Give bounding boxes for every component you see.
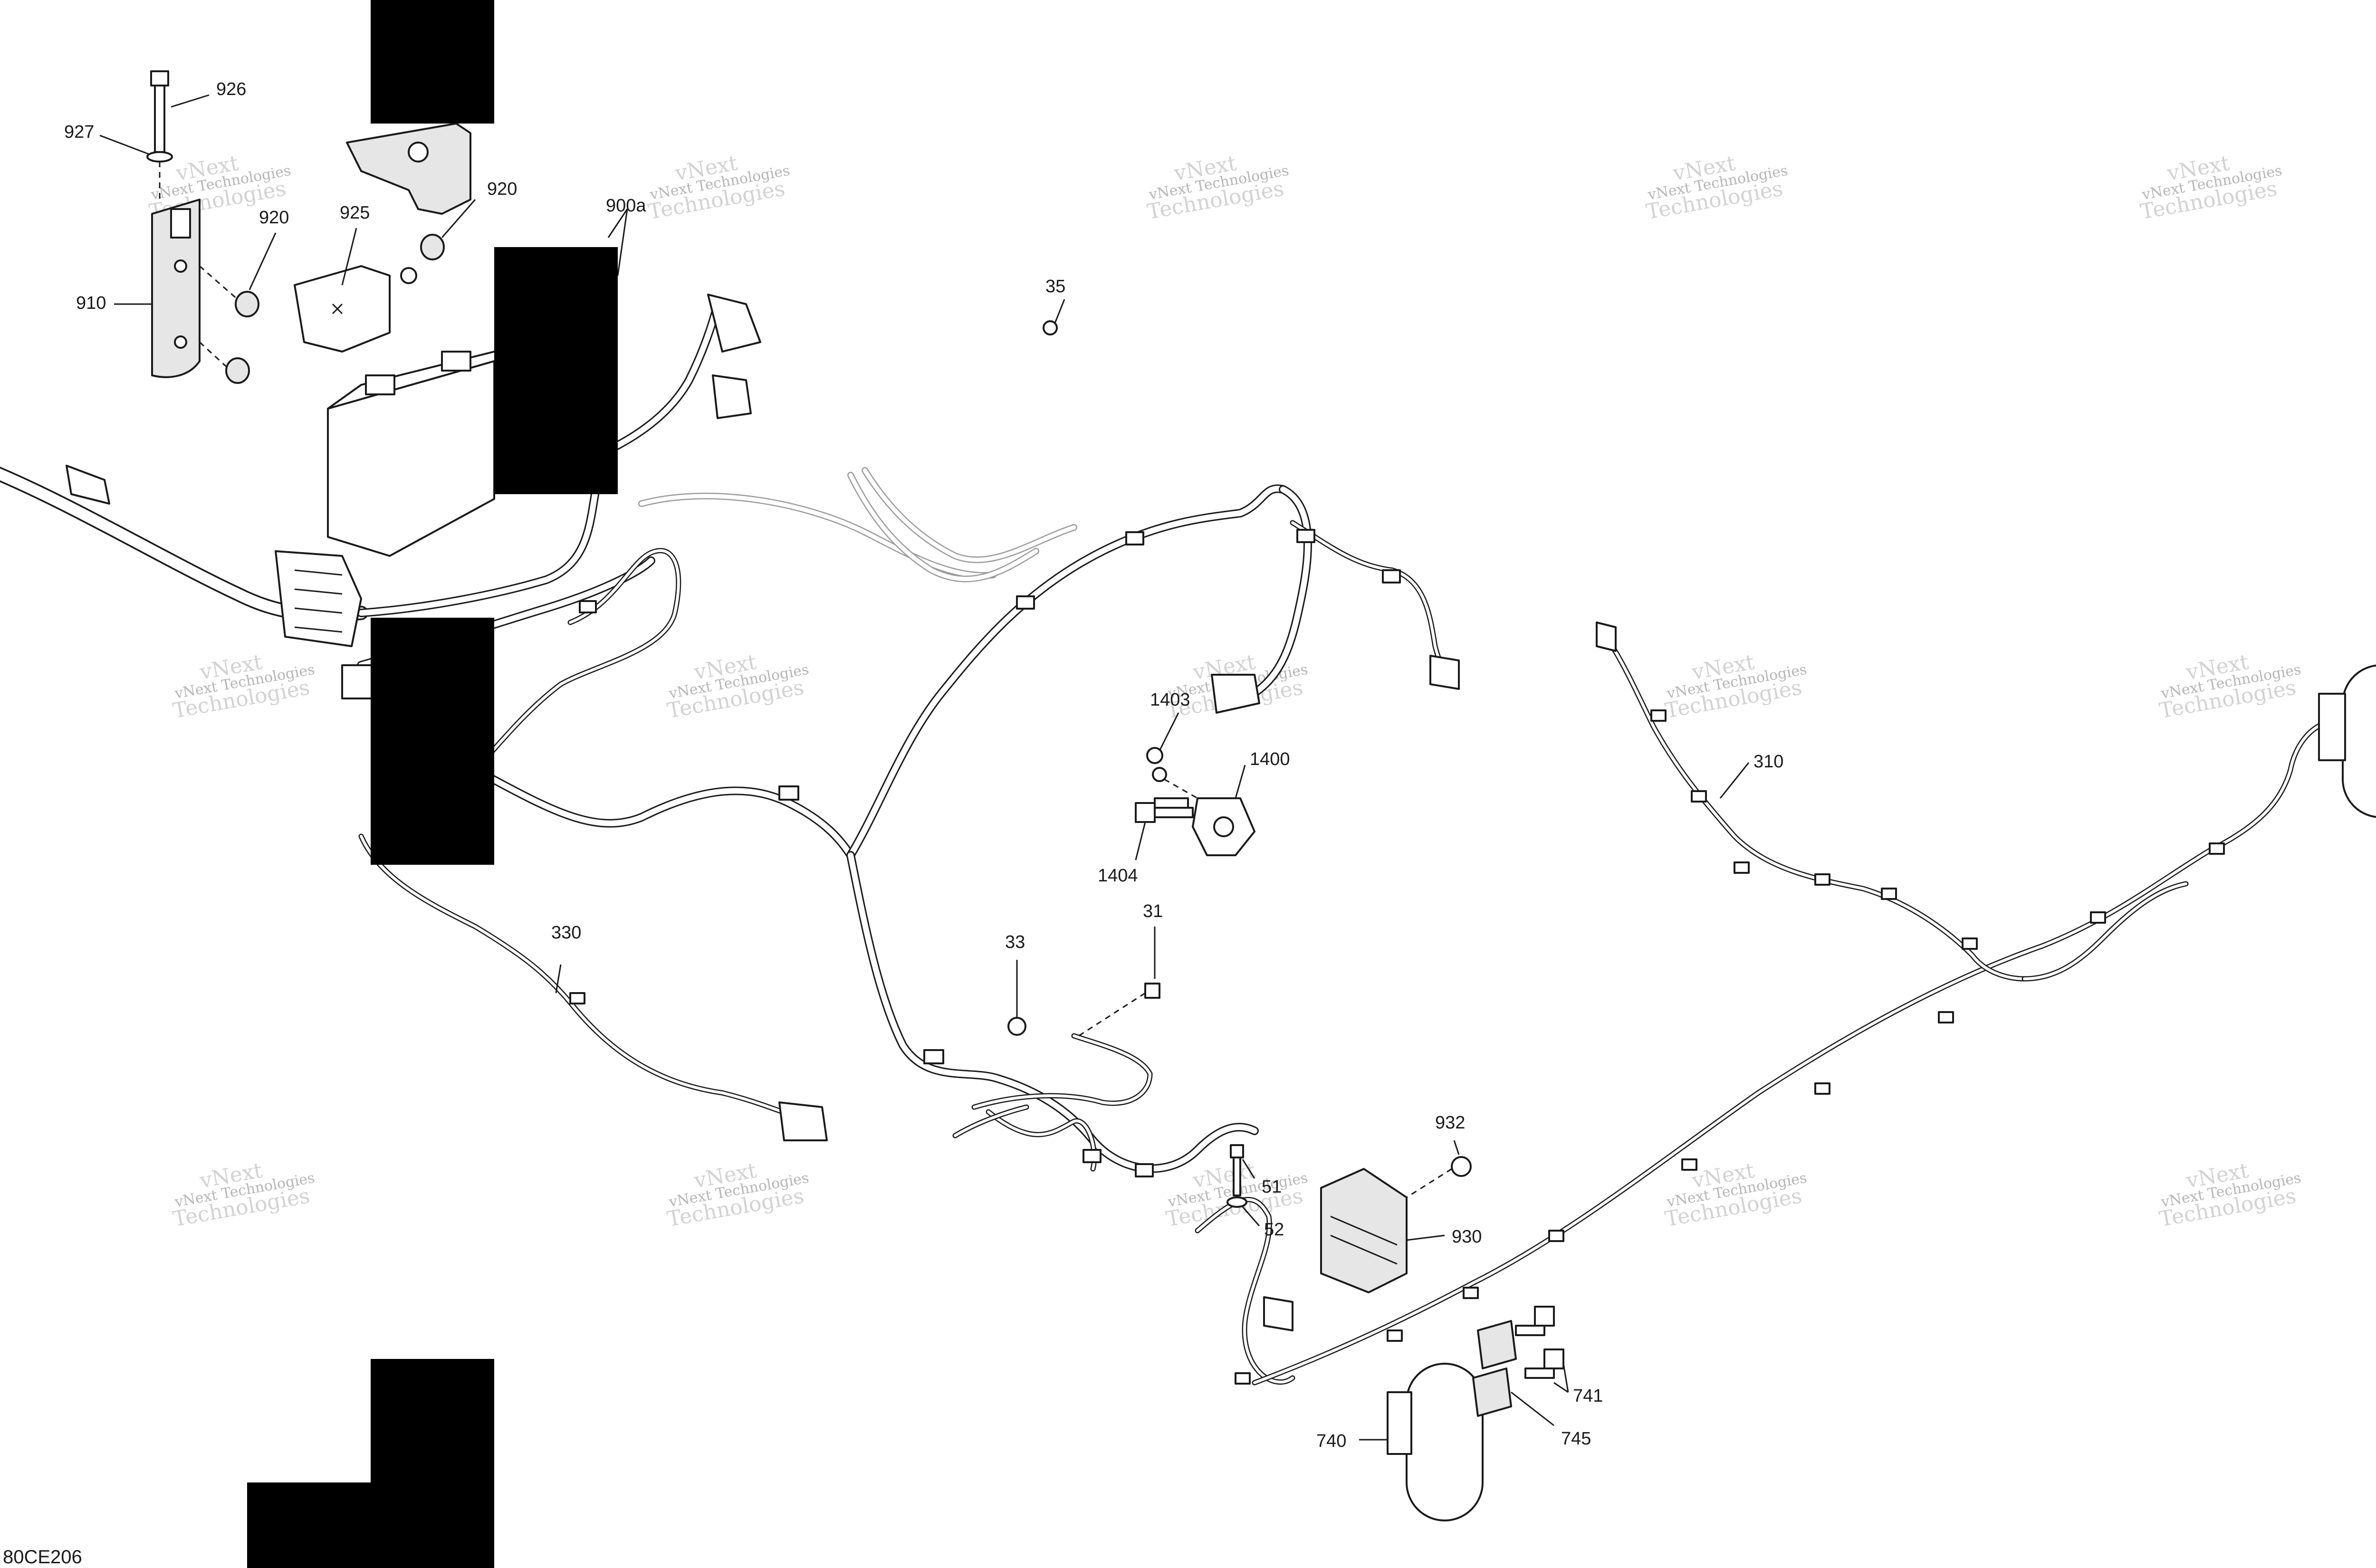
callout-927: 927 [64,122,94,142]
plate-925 [294,265,417,353]
callout-740: 740 [1316,1431,1346,1451]
module-930 [1320,1168,1408,1293]
callout-900a: 900a [606,196,646,216]
connector-trunk-left [66,465,110,505]
watermark: vNext Technologies vNext Technologies [2138,151,2283,224]
connector-right-top [1429,655,1460,690]
callout-926: 926 [216,79,246,99]
callout-741: 741 [1573,1386,1603,1406]
figure-id: 80CE206 [3,1547,82,1568]
bolt-31 [1144,983,1160,999]
callout-labels: 926 927 920 920 925 900a 910 35 1403 140… [64,79,1783,1451]
watermark: vNext Technologies vNext Technologies [1644,151,1789,224]
connector-900a [707,294,761,419]
watermark: vNext Technologies vNext Technologies [2157,1158,2302,1232]
watermark: vNext Technologies vNext Technologies [665,1158,810,1232]
bracket-910 [151,199,201,378]
callout-33: 33 [1005,932,1025,952]
redaction-block [371,0,494,124]
watermark: vNext Technologies vNext Technologies [2157,650,2302,723]
callout-925: 925 [340,203,370,223]
bolt-926 [146,70,173,163]
callout-745: 745 [1561,1429,1591,1449]
callout-1403: 1403 [1150,690,1190,710]
callout-52: 52 [1264,1220,1284,1240]
callout-31: 31 [1143,901,1163,921]
connector-bottom [1263,1296,1293,1331]
ecm-connector [275,550,376,699]
connector-310-end [1596,621,1617,652]
nut-35 [1043,320,1058,335]
redaction-block [247,1482,371,1568]
callout-310: 310 [1753,752,1783,772]
connector-330 [778,1101,828,1141]
watermark: vNext Technologies vNext Technologies [171,650,316,723]
battery [327,341,533,557]
ghost-harness [638,467,1077,583]
nut-33 [1007,1017,1026,1036]
tail-light-right [2318,664,2376,818]
redaction-block [371,1359,494,1568]
redaction-block [371,618,494,865]
callout-330: 330 [551,923,581,943]
watermark: vNext Technologies vNext Technologies [171,1158,316,1232]
connector-1403 [1211,674,1260,714]
leader-lines [99,94,1750,1441]
washer-52 [1226,1196,1247,1208]
sensor-1400 [1154,797,1255,856]
callout-920-right: 920 [487,179,517,199]
callout-930: 930 [1452,1227,1482,1247]
bolt-51 [1230,1144,1244,1196]
redaction-block [494,247,618,494]
redaction-masks [247,0,618,1568]
callout-35: 35 [1045,277,1065,296]
watermark: vNext Technologies vNext Technologies [1663,650,1808,723]
watermark: vNext Technologies vNext Technologies [1663,1158,1808,1232]
watermark: vNext Technologies vNext Technologies [665,650,810,723]
callout-1404: 1404 [1098,866,1138,886]
callout-910: 910 [76,293,106,313]
nut-1403 [1146,747,1167,782]
watermark-layer: vNext Technologies vNext Technologies vN… [147,151,2302,1232]
callout-1400: 1400 [1250,749,1290,769]
watermark: vNext Technologies vNext Technologies [1145,151,1290,224]
nut-932 [1451,1156,1472,1177]
callout-51: 51 [1262,1177,1282,1197]
grommet-920 [225,234,445,384]
watermark: vNext Technologies vNext Technologies [646,151,791,224]
callout-920-left: 920 [259,208,289,228]
battery-holddown-bracket [346,123,471,215]
callout-932: 932 [1435,1113,1465,1133]
tail-light-740 [1387,1363,1484,1521]
bracket-745 [1472,1320,1517,1417]
bolt-741 [1515,1306,1564,1379]
